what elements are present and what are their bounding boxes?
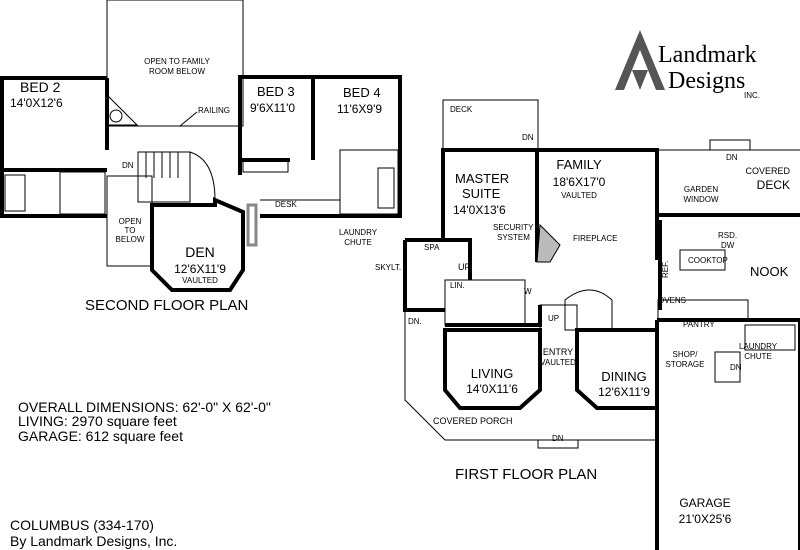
bed3-label: BED 3 — [257, 84, 295, 99]
garage-label: GARAGE — [679, 496, 730, 510]
garden-window-label: GARDEN — [684, 185, 718, 194]
rsd-label: RSD. — [718, 231, 737, 240]
open-to-family-label-2: ROOM BELOW — [149, 67, 205, 76]
laundry-chute-label: LAUNDRY — [339, 228, 378, 237]
open-below-label: OPEN — [119, 217, 142, 226]
garage-size: 21'0X25'6 — [679, 512, 732, 526]
bed2-label: BED 2 — [20, 79, 61, 95]
logo-text-line2: Designs — [668, 68, 745, 94]
stair-up-label: UP — [548, 314, 559, 323]
laundry-chute-label-2: CHUTE — [344, 238, 372, 247]
deck-label: DECK — [450, 105, 473, 114]
cooktop-label: COOKTOP — [688, 256, 728, 265]
plan-info: OVERALL DIMENSIONS: 62'-0" X 62'-0" LIVI… — [10, 399, 271, 549]
porch-dn-label: DN — [552, 434, 564, 443]
den-vaulted: VAULTED — [182, 276, 218, 285]
skylight-label: SKYLT. — [375, 263, 401, 272]
bed4-size: 11'6X9'9 — [337, 102, 382, 116]
bed3-size: 9'6X11'0 — [250, 101, 295, 115]
garden-window-label-2: WINDOW — [683, 195, 719, 204]
bed4-label: BED 4 — [343, 85, 381, 100]
den-label: DEN — [185, 244, 215, 260]
master-suite-size: 14'0X13'6 — [453, 203, 506, 217]
open-below-label-3: BELOW — [116, 235, 145, 244]
covered-deck-label: COVERED — [745, 166, 790, 176]
overall-dimensions: OVERALL DIMENSIONS: 62'-0" X 62'-0" — [18, 399, 271, 415]
first-floor-plan: DECK DN MASTER SUITE 14'0X13'6 SECURITY … — [403, 99, 800, 550]
desk-label: DESK — [275, 200, 297, 209]
security-system-label-2: SYSTEM — [497, 233, 530, 242]
living-size: 14'0X11'6 — [466, 382, 518, 396]
nook-label: NOOK — [750, 264, 789, 279]
laundry-dn-label: DN — [730, 363, 742, 372]
bed2-size: 14'0X12'6 — [10, 96, 63, 110]
dining-size: 12'6X11'9 — [598, 385, 650, 399]
laundry-label: LAUNDRY — [739, 342, 778, 351]
security-system-label: SECURITY — [493, 223, 534, 232]
master-suite-label: MASTER — [455, 171, 509, 186]
garage-area: GARAGE: 612 square feet — [18, 428, 183, 444]
railing-label: RAILING — [198, 106, 230, 115]
open-below-label-2: TO — [125, 226, 136, 235]
entry-vaulted: VAULTED — [540, 358, 576, 367]
family-label: FAMILY — [556, 157, 602, 172]
dining-label: DINING — [601, 369, 647, 384]
designer-credit: By Landmark Designs, Inc. — [10, 533, 177, 549]
family-size: 18'6X17'0 — [553, 175, 606, 189]
shop-storage-label-2: STORAGE — [666, 360, 705, 369]
up-label: UP — [458, 262, 471, 272]
spa-label: SPA — [424, 243, 440, 252]
deck-dn-label: DN — [522, 133, 534, 142]
covered-deck-label-2: DECK — [757, 178, 790, 192]
washer-label: W — [524, 287, 532, 296]
shop-storage-label: SHOP/ — [673, 350, 699, 359]
covered-deck-dn-label: DN — [726, 153, 738, 162]
second-floor-title: SECOND FLOOR PLAN — [85, 297, 248, 314]
stair-dn-label: DN — [122, 161, 134, 170]
pantry-label: PANTRY — [683, 320, 715, 329]
master-suite-label-2: SUITE — [462, 186, 501, 201]
dw-label: DW — [721, 241, 735, 250]
dn-left-label: DN. — [408, 317, 422, 326]
covered-porch-label: COVERED PORCH — [433, 416, 513, 426]
ovens-label: OVENS — [658, 296, 686, 305]
family-vaulted: VAULTED — [561, 191, 597, 200]
living-label: LIVING — [471, 366, 514, 381]
second-floor-plan: BED 2 14'0X12'6 OPEN TO FAMILY ROOM BELO… — [0, 0, 402, 314]
logo-inc: INC. — [744, 91, 760, 100]
first-floor-title: FIRST FLOOR PLAN — [455, 466, 597, 483]
entry-label: ENTRY — [543, 347, 573, 357]
ref-label: REF. — [661, 261, 670, 278]
den-size: 12'6X11'9 — [174, 262, 226, 276]
open-to-family-label: OPEN TO FAMILY — [144, 57, 210, 66]
living-area: LIVING: 2970 square feet — [18, 413, 177, 429]
laundry-chute-label-first: CHUTE — [744, 352, 772, 361]
plan-name: COLUMBUS (334-170) — [10, 517, 154, 533]
linen-label: LIN. — [450, 281, 465, 290]
landmark-logo: Landmark Designs INC. — [615, 30, 760, 100]
logo-text-line1: Landmark — [658, 42, 757, 68]
fireplace-label: FIREPLACE — [573, 234, 617, 243]
